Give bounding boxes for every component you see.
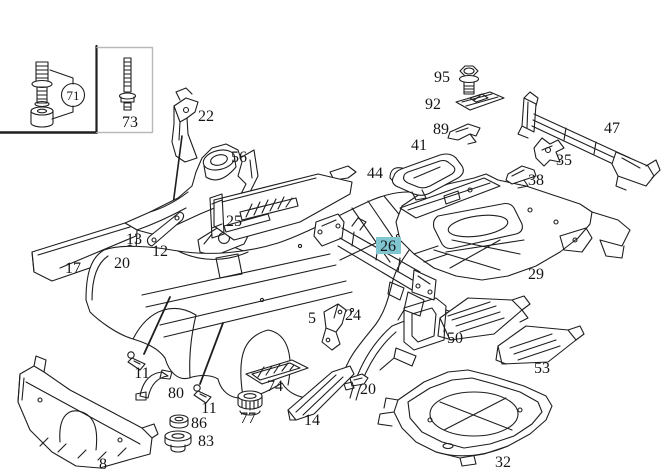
part-89-drawing [447,123,481,145]
hardware-inset-box [0,44,154,134]
floor-pan-drawing [85,191,432,399]
part-56-drawing [209,165,357,241]
part-13-drawing [146,211,185,247]
labels-layer: 71 73 22 56 25 13 12 20 17 11 80 11 86 8… [65,69,620,471]
part-13-label[interactable]: 13 [126,231,142,248]
part-11a-drawing [127,351,146,371]
part-35-label[interactable]: 35 [556,152,572,169]
leader-line-11b [199,322,224,385]
part-32-drawing [377,369,553,467]
part-53-drawing [495,325,585,365]
part-22-label[interactable]: 22 [198,108,214,125]
part-24-drawing [321,303,347,351]
part-8-label[interactable]: 8 [99,456,107,471]
part-50-label[interactable]: 50 [447,330,463,347]
part-47-drawing [517,91,661,191]
part-56-label[interactable]: 56 [231,149,247,166]
part-12-label[interactable]: 12 [152,243,168,260]
part-86-label[interactable]: 86 [191,415,207,432]
part-20a-label[interactable]: 20 [114,255,130,272]
part-11b-label[interactable]: 11 [201,400,216,417]
part-5-label[interactable]: 5 [308,310,316,327]
part-26-label[interactable]: 26 [380,238,396,255]
part-11a-label[interactable]: 11 [134,365,149,382]
part-95-label[interactable]: 95 [434,69,450,86]
part-32-label[interactable]: 32 [495,454,511,471]
part-25-label[interactable]: 25 [226,213,242,230]
part-80-label[interactable]: 80 [168,385,184,402]
part-14-drawing [287,365,355,421]
part-83-drawing [164,430,192,453]
part-29-label[interactable]: 29 [528,266,544,283]
part-41-label[interactable]: 41 [411,137,427,154]
part-50-drawing [437,295,531,341]
part-95-drawing [458,65,480,95]
leader-line-11a [143,296,171,355]
part-77-label[interactable]: 77 [240,410,256,427]
part-80-drawing [135,369,173,401]
circled-callout [60,82,86,108]
part-74-drawing [245,359,309,385]
part-17-label[interactable]: 17 [65,260,81,277]
part-73-drawing [118,57,137,111]
part-86-drawing [169,414,189,429]
part-38-drawing [505,165,537,189]
part-73-label[interactable]: 73 [122,114,138,131]
part-53-label[interactable]: 53 [534,360,550,377]
part-89-label[interactable]: 89 [433,121,449,138]
part-26-drawing [313,213,437,321]
part-24-label[interactable]: 24 [345,307,361,324]
part-92-label[interactable]: 92 [425,96,441,113]
part-44-label[interactable]: 44 [367,165,383,182]
part-92-drawing [455,91,505,111]
part-74-label[interactable]: 74 [267,378,283,395]
pointer-arrow-22 [172,135,183,206]
part-71-drawing [30,61,86,128]
part-38-label[interactable]: 38 [528,172,544,189]
part-22-drawing [170,87,199,213]
part-20b-drawing [343,373,369,391]
part-47-label[interactable]: 47 [604,120,620,137]
part-77-drawing [237,390,263,416]
part-14-label[interactable]: 14 [304,412,320,429]
part-35-drawing [533,137,565,167]
part-71-label[interactable]: 71 [67,88,80,103]
callout-bracket [49,69,74,120]
part-8-drawing [17,355,159,469]
part-17-drawing [31,143,259,282]
selected-part-highlight[interactable] [376,237,401,254]
part-41-drawing [391,153,464,201]
part-83-label[interactable]: 83 [198,433,214,450]
part-29-drawing [395,173,631,281]
part-20b-label[interactable]: 20 [360,381,376,398]
